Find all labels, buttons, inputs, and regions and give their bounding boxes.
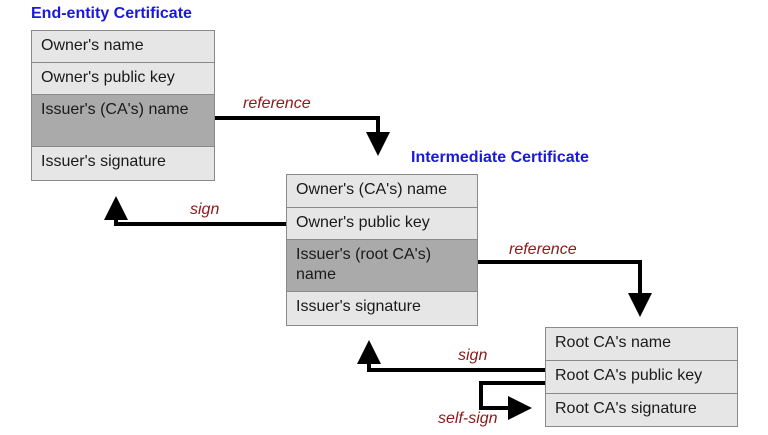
- intermediate-issuer-name: Issuer's (root CA's) name: [287, 240, 477, 292]
- intermediate-issuer-signature: Issuer's signature: [287, 292, 477, 325]
- sign-label-1: sign: [190, 201, 220, 218]
- reference-label-1: reference: [243, 95, 311, 112]
- sign-arrow-2: [357, 340, 545, 372]
- end-entity-certificate: Owner's name Owner's public key Issuer's…: [31, 30, 215, 181]
- end-entity-issuer-name: Issuer's (CA's) name: [32, 95, 214, 147]
- end-entity-title: End-entity Certificate: [31, 5, 192, 22]
- intermediate-title: Intermediate Certificate: [411, 149, 589, 166]
- root-ca-name: Root CA's name: [546, 328, 737, 361]
- end-entity-owner-name: Owner's name: [32, 31, 214, 63]
- root-ca-public-key: Root CA's public key: [546, 361, 737, 394]
- self-sign-label: self-sign: [438, 410, 498, 427]
- root-ca-signature: Root CA's signature: [546, 394, 737, 426]
- sign-label-2: sign: [458, 347, 488, 364]
- reference-arrow-1: [214, 116, 390, 156]
- intermediate-certificate: Owner's (CA's) name Owner's public key I…: [286, 174, 478, 326]
- end-entity-issuer-signature: Issuer's signature: [32, 147, 214, 180]
- intermediate-owner-public-key: Owner's public key: [287, 208, 477, 240]
- root-certificate: Root CA's name Root CA's public key Root…: [545, 327, 738, 427]
- reference-arrow-2: [478, 260, 652, 317]
- end-entity-owner-public-key: Owner's public key: [32, 63, 214, 95]
- self-sign-arrow: [479, 381, 545, 420]
- intermediate-owner-name: Owner's (CA's) name: [287, 175, 477, 208]
- reference-label-2: reference: [509, 241, 577, 258]
